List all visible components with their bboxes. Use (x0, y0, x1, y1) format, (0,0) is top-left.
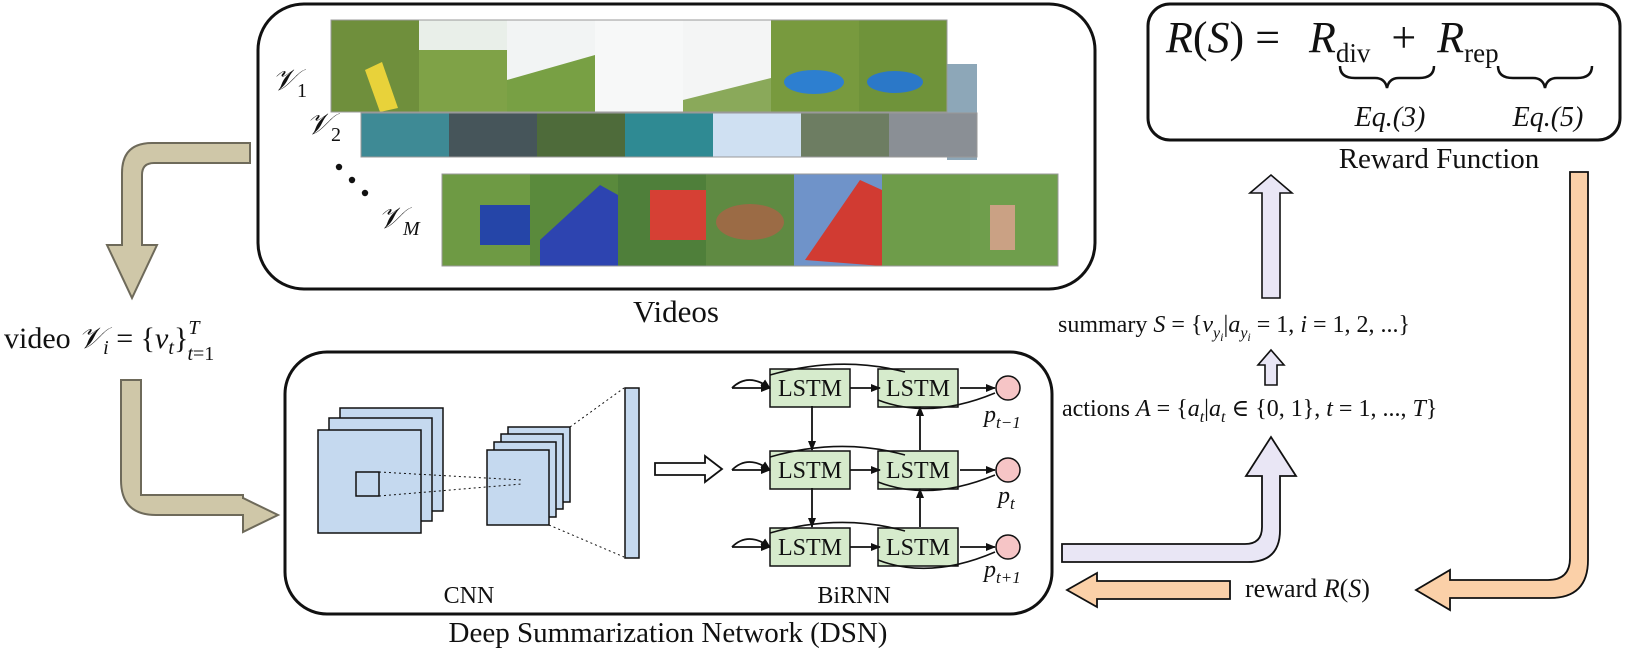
lstm-cell-label: LSTM (778, 458, 842, 484)
videos-panel: 𝒱1 𝒱2 𝒱M Videos (256, 2, 1097, 329)
orange-arrow-reward-return (1414, 171, 1589, 612)
eq-ref-div: Eq.(3) (1354, 102, 1426, 133)
lstm-cell (877, 368, 959, 408)
video-1-strip (330, 19, 977, 160)
dsn-caption: Deep Summarization Network (DSN) (449, 617, 888, 649)
lstm-cell-label: LSTM (886, 458, 950, 484)
output-prob-node (995, 534, 1021, 560)
olive-arrow-bottom (120, 379, 281, 534)
lstm-cell-label: LSTM (778, 376, 842, 402)
ellipsis-dot (348, 176, 356, 184)
lstm-cell (877, 527, 959, 567)
reward-panel-border (1146, 2, 1622, 142)
dsn-panel: LSTM LSTM LSTM LSTM LSTM LSTM (283, 350, 1054, 649)
eq-ref-rep: Eq.(5) (1512, 102, 1584, 133)
lstm-cell-label: LSTM (778, 535, 842, 561)
lavender-arrow-from-dsn (1061, 435, 1298, 563)
reward-label: reward R(S) (1245, 574, 1370, 603)
video-m-label: 𝒱M (378, 202, 421, 240)
ellipsis-dot (361, 189, 369, 197)
videos-caption: Videos (633, 294, 719, 329)
lavender-arrow-up-top (1247, 173, 1295, 299)
output-prob-node (995, 457, 1021, 483)
lavender-arrow-up-mid (1256, 348, 1286, 386)
lstm-cell-label: LSTM (886, 535, 950, 561)
reward-function-caption: Reward Function (1339, 143, 1540, 175)
video-m-strip (441, 173, 1059, 267)
cnn-block (317, 387, 640, 559)
output-prob-node (995, 375, 1021, 401)
actions-label: actions A = {at|at ∈ {0, 1}, t = 1, ...,… (1062, 396, 1437, 426)
lstm-cell-label: LSTM (886, 376, 950, 402)
reward-formula: R(S) = Rdiv + Rrep (1165, 13, 1499, 68)
feature-arrow (654, 454, 724, 484)
cnn-label: CNN (444, 583, 495, 609)
olive-arrow-top (105, 142, 251, 301)
lstm-cell (769, 368, 851, 408)
summary-label: summary S = {vyi|ayi = 1, i = 1, 2, ...} (1058, 312, 1410, 344)
reward-panel: R(S) = Rdiv + Rrep Eq.(3) Eq.(5) Reward … (1146, 2, 1622, 175)
orange-arrow-to-dsn (1065, 571, 1231, 609)
birnn-block: LSTM LSTM LSTM LSTM LSTM LSTM (731, 363, 996, 570)
video-2-strip (360, 112, 978, 158)
ellipsis-dot (335, 163, 343, 171)
birnn-label: BiRNN (817, 583, 890, 609)
dsn-panel-border (283, 350, 1054, 616)
